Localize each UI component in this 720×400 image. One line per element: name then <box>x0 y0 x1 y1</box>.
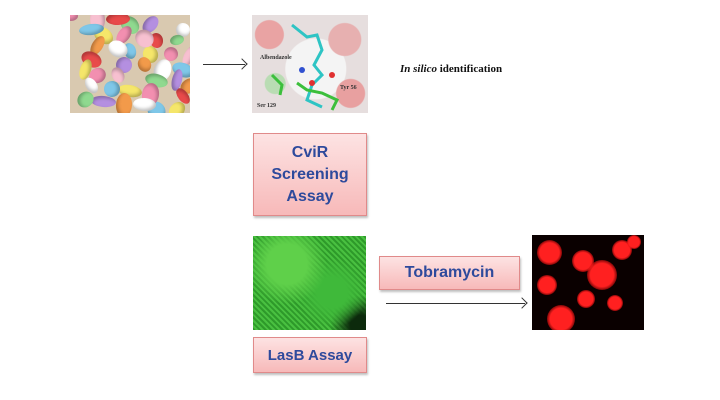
arrow-right-icon <box>386 303 525 304</box>
residue-label-tyr: Tyr 56 <box>340 85 357 91</box>
residue-label-ser: Ser 129 <box>257 103 277 109</box>
in-silico-caption: In silico identification <box>400 63 502 75</box>
cvir-line-1: CviR <box>291 143 329 161</box>
red-fluorescence-image <box>532 235 644 330</box>
tobramycin-box: Tobramycin <box>379 256 520 290</box>
pill-shape <box>70 15 78 21</box>
cvir-screening-assay-box: CviR Screening Assay <box>253 133 367 216</box>
pills-photo <box>70 15 190 113</box>
in-silico-rest: identification <box>436 63 503 75</box>
cvir-line-2: Screening <box>271 165 349 183</box>
red-cell-cluster <box>607 295 623 311</box>
red-cell-cluster <box>547 305 575 330</box>
arrow-right-icon <box>203 64 245 65</box>
cvir-line-3: Assay <box>286 187 334 205</box>
red-cell-cluster <box>627 235 641 249</box>
in-silico-italic: In silico <box>400 63 437 75</box>
molecule-sticks <box>270 23 340 111</box>
ligand-label: Albendazole <box>260 55 292 61</box>
tobramycin-label: Tobramycin <box>404 264 495 281</box>
pill-shape <box>169 33 185 47</box>
red-cell-cluster <box>537 275 557 295</box>
red-cell-cluster <box>577 290 595 308</box>
docking-structure-image: Albendazole Tyr 56 Ser 129 <box>252 15 368 113</box>
lasb-assay-box: LasB Assay <box>253 337 367 373</box>
red-cell-cluster <box>587 260 617 290</box>
green-fluorescence-image <box>253 236 366 330</box>
red-cell-cluster <box>537 240 562 265</box>
lasb-label: LasB Assay <box>267 346 353 364</box>
